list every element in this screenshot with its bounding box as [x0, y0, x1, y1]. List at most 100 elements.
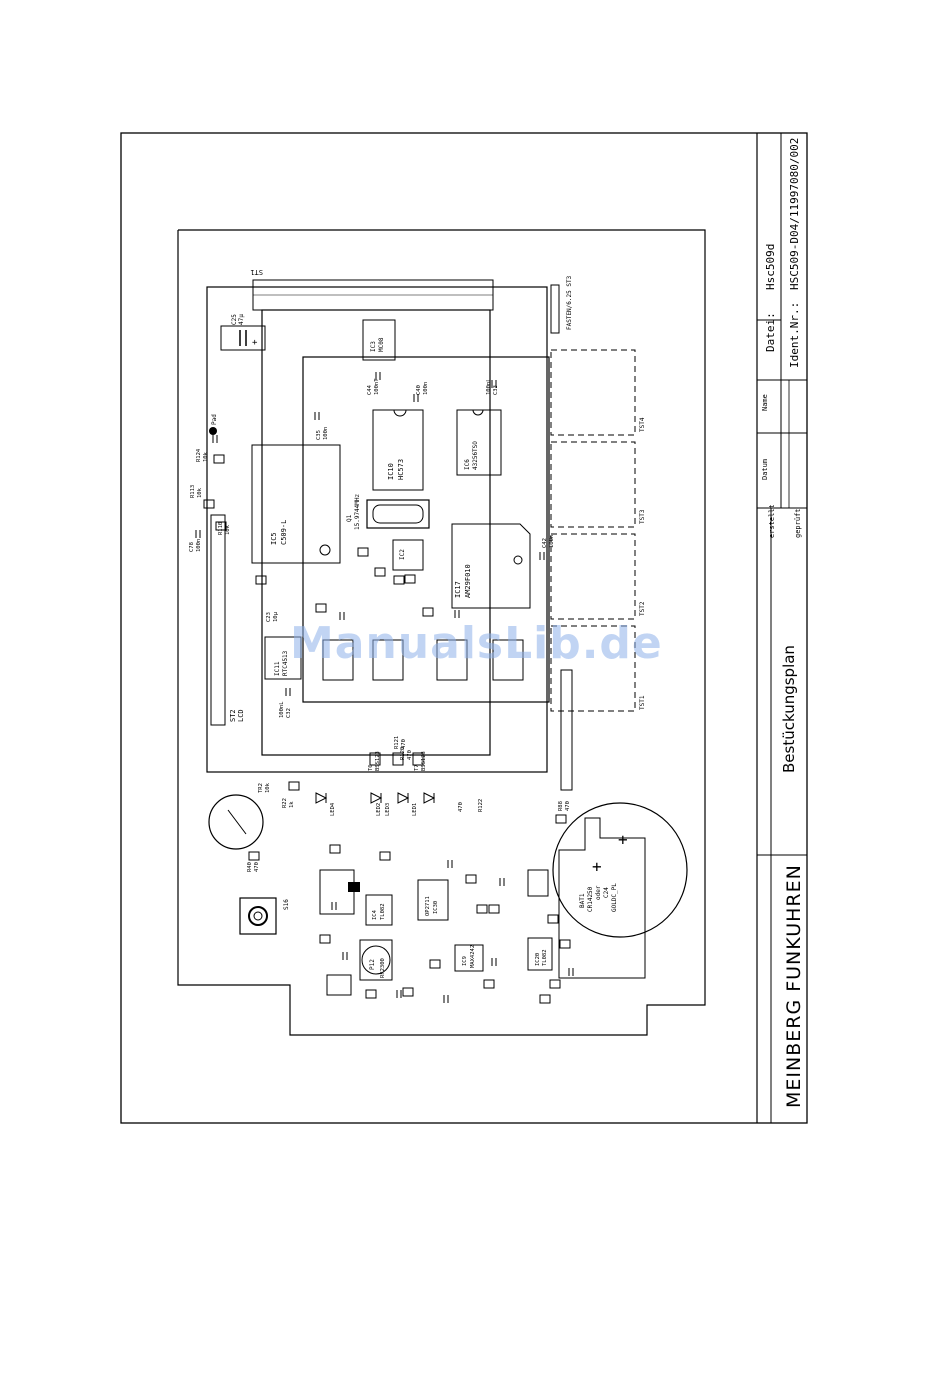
svg-text:15.9744MHz: 15.9744MHz [354, 493, 361, 530]
svg-text:IC9: IC9 [462, 956, 468, 966]
svg-text:+: + [618, 830, 628, 849]
svg-text:C509-L: C509-L [280, 520, 288, 545]
drawing-type: Bestückungsplan [780, 645, 798, 773]
c42-label: C42 [542, 538, 548, 548]
c78-value: 100n [196, 539, 202, 552]
c42-value: 100n [549, 535, 555, 548]
trimmer-tr2: TR2 10k [208, 782, 271, 850]
svg-text:ST2: ST2 [229, 709, 237, 722]
svg-text:GOLDC_PL: GOLDC_PL [611, 883, 618, 912]
svg-text:TL082: TL082 [542, 949, 548, 966]
led1-label: LED1 [412, 803, 418, 816]
svg-text:R120: R120 [400, 747, 406, 760]
ic2: IC2 [392, 539, 424, 571]
c33-value: 100nL [486, 378, 492, 395]
svg-text:RTC4513: RTC4513 [282, 650, 289, 676]
svg-text:470: 470 [565, 801, 571, 811]
svg-text:IC5: IC5 [270, 532, 278, 545]
r124-value: 10k [203, 451, 209, 462]
svg-text:Q1: Q1 [346, 514, 353, 522]
svg-text:R40: R40 [247, 862, 253, 872]
svg-text:T6: T6 [368, 764, 374, 771]
svg-text:T7: T7 [414, 764, 420, 771]
pcb-outline [177, 229, 706, 1036]
tst3-label: TST3 [639, 509, 646, 524]
led4-label: LED4 [330, 802, 336, 816]
svg-text:MAX4242: MAX4242 [470, 945, 476, 968]
svg-text:R22: R22 [282, 798, 288, 808]
svg-text:10k: 10k [265, 782, 271, 793]
svg-text:470: 470 [407, 750, 413, 760]
watermark: ManualsLib.de [290, 618, 663, 669]
svg-text:TL082: TL082 [380, 903, 386, 920]
ident-label: Ident.Nr.: [788, 302, 801, 368]
svg-text:LCD: LCD [237, 709, 245, 722]
ic5: IC5 C509-L [251, 444, 341, 564]
svg-text:47µ: 47µ [238, 314, 245, 325]
connector-st3: FASTEN/6.25 ST3 [550, 275, 573, 334]
strip [560, 669, 573, 791]
c78-label: C78 [189, 542, 195, 552]
pad: Pad [209, 414, 218, 435]
connector-st1: ST1 [250, 268, 494, 311]
row-checked: geprüft [794, 508, 802, 538]
c33-label: C33 [493, 385, 499, 395]
svg-text:470: 470 [254, 862, 260, 872]
svg-text:IC17: IC17 [454, 581, 462, 598]
svg-text:TR2: TR2 [258, 783, 264, 793]
r110-label: R110 [218, 522, 224, 535]
c32-value: 100nL [279, 701, 285, 718]
svg-text:R121: R121 [394, 736, 400, 749]
ic3: IC3 MC08 [362, 319, 396, 361]
c23-value: 10µ [273, 611, 279, 622]
capacitor-c25: + C25 47µ [220, 314, 266, 351]
svg-text:R122: R122 [478, 799, 484, 812]
svg-text:BSS123: BSS123 [375, 751, 381, 771]
title-block: MEINBERG FUNKUHREN Bestückungsplan Datei… [756, 133, 807, 1123]
svg-text:43256TSO: 43256TSO [472, 441, 479, 470]
svg-text:IC6: IC6 [464, 459, 471, 470]
small-caps [195, 372, 545, 696]
svg-text:OP2711: OP2711 [425, 896, 431, 916]
svg-text:FASTEN/6.25 ST3: FASTEN/6.25 ST3 [566, 275, 573, 330]
svg-text:470: 470 [401, 739, 407, 749]
leds [315, 792, 436, 804]
svg-text:1k: 1k [289, 801, 295, 808]
svg-text:IC30: IC30 [433, 901, 439, 914]
svg-text:BAT1: BAT1 [579, 893, 586, 908]
svg-text:S16: S16 [283, 899, 290, 910]
file-label: Datei: [764, 312, 777, 352]
svg-text:IC4: IC4 [372, 909, 378, 920]
resistors-lower [319, 844, 571, 1004]
c44-value: 100nT [374, 378, 380, 395]
analog-section: P12 RF2300 IC4 TL082 IC30 OP2711 IC9 MAX… [319, 869, 553, 996]
svg-text:ST1: ST1 [250, 268, 263, 276]
c35-label: C35 [316, 430, 322, 440]
test-points [550, 349, 636, 712]
r113-label: R113 [190, 485, 196, 498]
svg-text:RF2300: RF2300 [380, 958, 386, 978]
svg-text:+: + [252, 338, 258, 348]
ident-value: HSC509-D04/11997080/002 [788, 138, 801, 290]
ic-row-small [322, 639, 524, 681]
r110-value: 10k [225, 524, 231, 535]
connector-st2: ST2 LCD [210, 514, 245, 726]
svg-text:IC3: IC3 [370, 341, 377, 352]
tst2-label: TST2 [639, 601, 646, 616]
svg-text:IC10: IC10 [387, 463, 395, 480]
c40-label: C40 [416, 385, 422, 395]
r124-label: R124 [196, 448, 202, 462]
svg-text:Pad: Pad [211, 414, 218, 425]
svg-text:R88: R88 [558, 801, 564, 811]
caps-lower [331, 860, 574, 1003]
crystal-q1: Q1 15.9744MHz [346, 493, 430, 530]
file-value: Hsc509d [764, 244, 777, 290]
svg-text:470: 470 [458, 802, 464, 812]
resistors-mid: R22 1k R40 470 R88 470 R122 470 [247, 781, 571, 872]
svg-text:BSS123: BSS123 [421, 751, 427, 771]
ic10: IC10 HC573 [372, 409, 424, 491]
c32-label: C32 [286, 708, 292, 718]
c40-value: 100n [423, 382, 429, 395]
c35-value: 100n [323, 427, 329, 440]
